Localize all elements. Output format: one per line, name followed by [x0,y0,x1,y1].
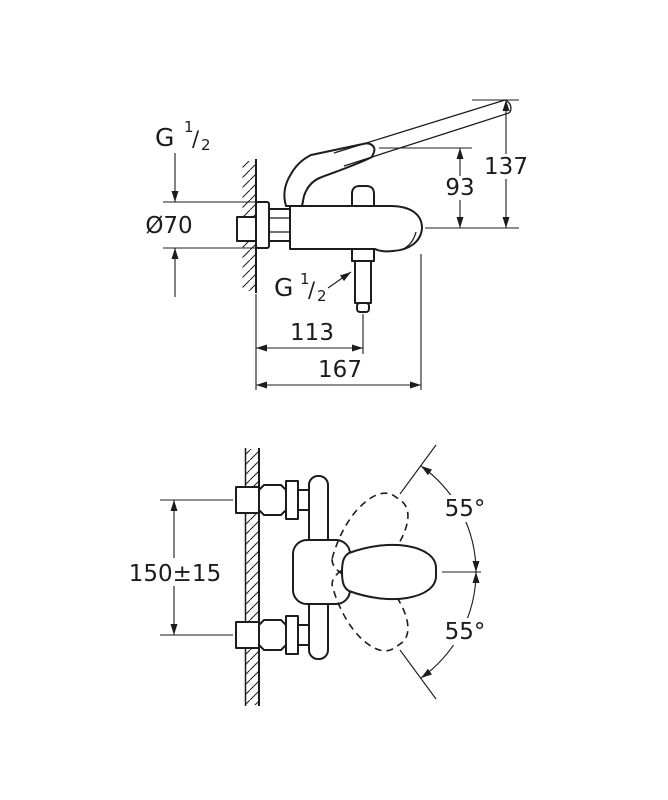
angle-bottom-label: 55° [445,619,486,645]
dimension-137: 137 [425,99,528,229]
spout-aerator-line [400,231,417,251]
union-nut [258,484,287,516]
dim-150-label: 150±15 [129,561,221,587]
shower-outlet [351,248,375,313]
outlet-thread-leader [327,271,352,289]
side-view: 137 93 Ø70 G 1 / 2 G 1 / 2 [145,99,528,390]
dim-167-label: 167 [318,357,362,383]
wall-thread-label: G 1 / 2 [155,117,211,154]
escutcheon-edge [285,480,299,520]
supply-connection [236,216,257,242]
escutcheon-flange [255,201,270,249]
dimension-113: 113 [255,294,364,390]
swivel-angle-bottom: 55° [399,571,490,700]
outlet-thread-label: G 1 / 2 [274,269,327,305]
dimension-167: 167 [256,254,422,390]
dim-113-label: 113 [290,320,334,346]
dimension-93: 93 [379,147,475,228]
dim-93-label: 93 [445,175,474,201]
connection-top [235,480,310,520]
dimension-150: 150±15 [129,499,233,636]
union-nut [258,619,287,651]
connection-bottom [235,615,310,655]
dim-137-label: 137 [484,154,528,180]
swivel-angle-top: 55° [399,444,490,573]
lever-handle-plan [341,543,437,601]
angle-top-label: 55° [445,496,486,522]
plan-view: 55° 55° 150±15 [129,444,490,706]
union-nut [268,208,291,242]
lever-handle [283,142,376,207]
escutcheon-edge [285,615,299,655]
dimension-dia70: Ø70 [145,153,256,297]
diverter-knob [351,185,375,207]
dia70-label: Ø70 [145,213,192,239]
mixer-body [289,205,423,253]
